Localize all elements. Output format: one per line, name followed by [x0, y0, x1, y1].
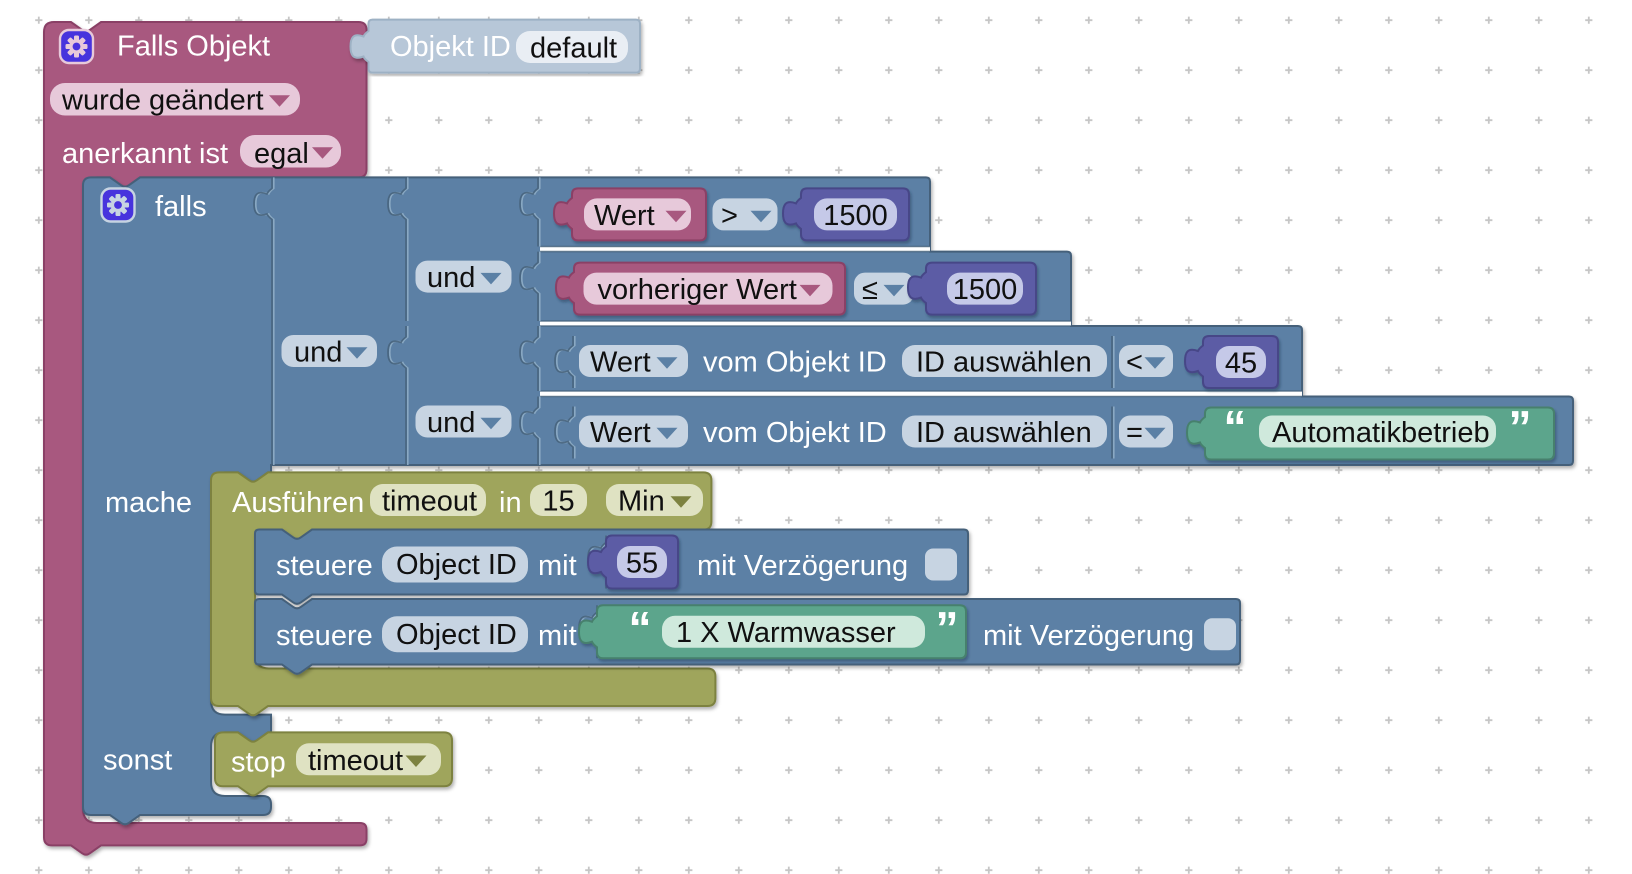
svg-text:”: ” — [936, 602, 959, 654]
svg-text:egal: egal — [254, 138, 309, 170]
svg-text:Wert: Wert — [590, 417, 651, 449]
svg-text:Objekt ID: Objekt ID — [390, 31, 511, 63]
svg-text:55: 55 — [626, 548, 658, 580]
svg-text:15: 15 — [542, 486, 574, 518]
svg-text:“: “ — [1224, 401, 1247, 453]
svg-text:falls: falls — [155, 191, 207, 223]
svg-text:timeout: timeout — [308, 745, 403, 777]
svg-text:wurde geändert: wurde geändert — [61, 85, 264, 117]
svg-text:vorheriger Wert: vorheriger Wert — [598, 274, 797, 306]
svg-text:vom Objekt ID: vom Objekt ID — [703, 347, 887, 379]
svg-text:mit: mit — [538, 550, 577, 582]
svg-text:stop: stop — [231, 746, 286, 778]
svg-text:ID auswählen: ID auswählen — [916, 417, 1092, 449]
svg-text:und: und — [294, 337, 342, 369]
svg-text:vom Objekt ID: vom Objekt ID — [703, 417, 887, 449]
svg-text:timeout: timeout — [382, 486, 477, 518]
svg-text:anerkannt ist: anerkannt ist — [62, 138, 228, 170]
svg-text:ID auswählen: ID auswählen — [916, 347, 1092, 379]
svg-text:Automatikbetrieb: Automatikbetrieb — [1272, 417, 1490, 449]
svg-text:steuere: steuere — [276, 620, 373, 652]
svg-text:Falls Objekt: Falls Objekt — [117, 31, 270, 63]
svg-text:1500: 1500 — [953, 274, 1018, 306]
svg-text:Min: Min — [618, 486, 665, 518]
svg-text:Wert: Wert — [590, 347, 651, 379]
svg-text:<: < — [1126, 347, 1143, 379]
svg-text:mit Verzögerung: mit Verzögerung — [983, 620, 1194, 652]
svg-text:mit Verzögerung: mit Verzögerung — [697, 550, 908, 582]
svg-text:Ausführen: Ausführen — [232, 487, 364, 519]
svg-text:mache: mache — [105, 487, 192, 519]
svg-text:“: “ — [629, 602, 652, 654]
svg-text:1500: 1500 — [823, 200, 888, 232]
svg-text:=: = — [1126, 417, 1143, 449]
svg-text:und: und — [427, 262, 475, 294]
svg-text:1 X Warmwasser: 1 X Warmwasser — [676, 617, 896, 649]
svg-text:Wert: Wert — [594, 200, 655, 232]
svg-text:sonst: sonst — [103, 744, 172, 776]
svg-text:>: > — [721, 200, 738, 232]
svg-text:≤: ≤ — [862, 274, 878, 306]
svg-text:steuere: steuere — [276, 550, 373, 582]
svg-text:mit: mit — [538, 620, 577, 652]
svg-text:Object ID: Object ID — [396, 619, 517, 651]
svg-text:und: und — [427, 407, 475, 439]
svg-text:default: default — [530, 33, 617, 65]
svg-text:45: 45 — [1225, 348, 1257, 380]
svg-text:”: ” — [1509, 401, 1532, 453]
svg-text:in: in — [499, 487, 522, 519]
svg-text:Object ID: Object ID — [396, 549, 517, 581]
